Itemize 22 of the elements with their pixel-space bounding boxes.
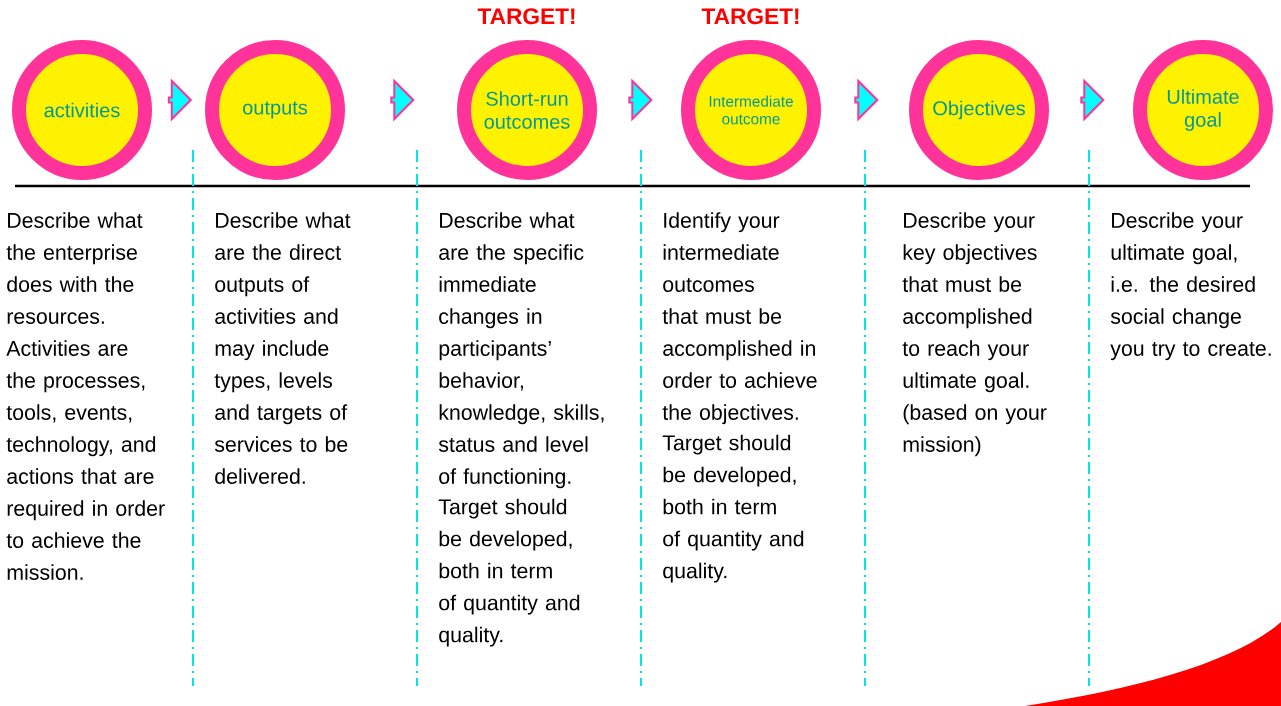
description-text: Describe your ultimate goal, i.e. the desired social change you try to create. xyxy=(1110,212,1271,361)
description-text: Target should be developed, both in term of quantity and quality. xyxy=(662,434,804,583)
circle-label: outputs xyxy=(243,101,308,119)
circle-label: Short-run outcomes xyxy=(484,91,570,129)
description-text: Describe what the enterprise does with the resources. Activities are the processes, tools, events, technology, and actions that are required in order to achieve the mission. xyxy=(6,212,165,580)
circle-label: activities xyxy=(44,102,120,118)
description-text: Describe your key objectives that must be accomplished to reach your ultimate goal. (based on your mission) xyxy=(902,212,1047,457)
target-label: TARGET! xyxy=(477,8,575,25)
circle-label: Ultimate goal xyxy=(1167,89,1239,131)
description-text: Identify your intermediate outcomes that must be accomplished in order to achieve the objectives. xyxy=(662,212,817,425)
description-text: Target should be developed, both in term of quantity and quality. xyxy=(438,498,580,647)
circle xyxy=(909,40,1049,180)
circle xyxy=(681,40,821,180)
circle xyxy=(12,40,152,180)
circle xyxy=(205,40,345,180)
circle xyxy=(457,40,597,180)
target-label: TARGET! xyxy=(701,8,799,25)
description-text: Describe what are the specific immediate changes in participants’ behavior, knowledge, skills, status and level of functioning. xyxy=(438,212,604,489)
description-text: Describe what are the direct outputs of activities and may include types, levels and targets of services to be delivered. xyxy=(214,212,351,484)
circle-label: Intermediate outcome xyxy=(709,95,793,125)
circle xyxy=(1133,40,1273,180)
circle-label: Objectives xyxy=(933,100,1025,120)
